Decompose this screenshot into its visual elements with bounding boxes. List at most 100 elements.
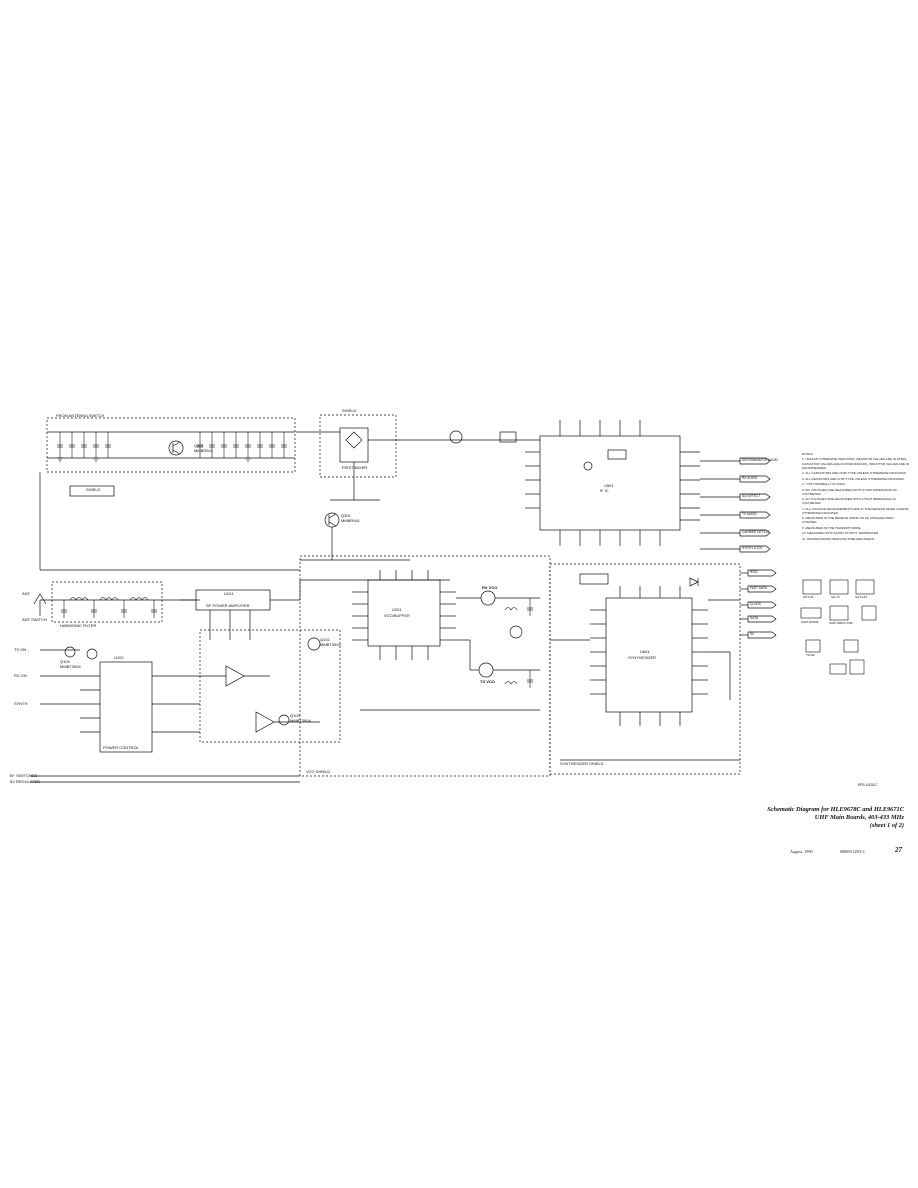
q103-part: MMBT3904 bbox=[290, 718, 311, 723]
u501-label: U501 bbox=[604, 483, 614, 488]
bplus-switched-label: B+ SWITCHED bbox=[10, 773, 38, 778]
note-11: 11. SHADED BOXES INDICATE SHIELDED AREAS… bbox=[802, 536, 875, 541]
left-port-synth: SYNTH bbox=[14, 701, 28, 706]
u102-sub: POWER CONTROL bbox=[103, 745, 139, 750]
q103-transistor bbox=[64, 646, 76, 658]
port-carrier-detect: CARRIER DETECT bbox=[742, 530, 770, 534]
footer-date: August, 1990 bbox=[790, 849, 813, 854]
legend-sc70: SC-70 bbox=[831, 595, 840, 599]
legend-chip-diode: CHIP DIODE bbox=[801, 620, 819, 624]
q301-label: Q301 bbox=[341, 513, 351, 518]
first-mixer-dashed-box bbox=[319, 414, 397, 478]
drawing-number: EPS-41128-C bbox=[858, 783, 878, 787]
tx-vco-label: TX VCO bbox=[480, 679, 495, 684]
q105-transistor bbox=[278, 714, 290, 726]
discriminator-coil bbox=[583, 461, 593, 471]
title-line-3: (sheet 1 of 2) bbox=[869, 822, 904, 829]
legend-chip-inductor: CHIP INDUCTOR bbox=[829, 621, 853, 625]
first-mixer-block bbox=[339, 427, 369, 463]
legend-sot143: SOT-143 bbox=[855, 595, 868, 599]
q102-transistor bbox=[86, 648, 98, 660]
harmonic-filter-dashed-box bbox=[51, 581, 163, 623]
note-4: 4. * NOT NORMALLY PLACED. bbox=[802, 482, 846, 487]
5v-regulated-label: 5V REGULATED bbox=[10, 779, 41, 784]
q102-label: Q102 bbox=[320, 637, 330, 642]
vco-buffer-transistor bbox=[509, 625, 523, 639]
u201-label: U201 bbox=[392, 607, 402, 612]
port-fast-data: FAST DATA bbox=[750, 586, 767, 590]
q301-transistor bbox=[324, 512, 340, 528]
q104-transistor bbox=[307, 637, 321, 651]
q104-part: MMBT3904 bbox=[60, 664, 81, 669]
op-amp-2 bbox=[255, 711, 275, 733]
port-rx-audio: RX AUDIO bbox=[742, 476, 758, 480]
note-10: 10. MEASURED WITH AUDIO OUTPUT TERMINATE… bbox=[802, 531, 880, 536]
title-line-2: UHF Main Boards, 403-433 MHz bbox=[814, 814, 904, 821]
port-rssi: RSSI bbox=[750, 570, 758, 574]
footer-doc-number: 6880911Z03-C bbox=[840, 849, 866, 854]
port-tx-audio: TX AUDIO bbox=[742, 512, 757, 516]
u601-synthesizer bbox=[605, 597, 693, 713]
legend-sot23: SOT-23 bbox=[803, 595, 814, 599]
note-9: 9. MEASURED IN THE TRANSMIT MODE. bbox=[802, 525, 862, 530]
rf-in-label: FROM ANTENNA SWITCH bbox=[56, 413, 105, 418]
u101-sub: RF POWER AMPLIFIER bbox=[206, 603, 250, 608]
u201-vco-buffer bbox=[367, 579, 441, 647]
q-preamp-transistor bbox=[168, 440, 184, 456]
q301-part: MMBR941 bbox=[341, 518, 360, 523]
port-5v: 5V bbox=[750, 632, 754, 636]
u601-sub: SYNTHESIZER bbox=[628, 655, 657, 660]
port-discriminator-audio: DISCRIMINATOR AUDIO bbox=[742, 458, 779, 462]
u601-label: U601 bbox=[640, 649, 650, 654]
synth-shield-label: SYNTHESIZER SHIELD bbox=[560, 761, 604, 766]
schematic-title: Schematic Diagram for HLE9678C and HLE96… bbox=[748, 806, 904, 830]
q-preamp-label: Q401 bbox=[194, 443, 204, 448]
reference-oscillator bbox=[579, 573, 609, 585]
port-synth-lock: SYNTH LOCK bbox=[742, 546, 763, 550]
antenna-label: ANT bbox=[22, 591, 30, 596]
tx-vco-transistor bbox=[478, 662, 494, 678]
left-port-rx-on: RX ON bbox=[14, 673, 27, 678]
synthesizer-shield-dashed-box bbox=[549, 563, 741, 775]
right-port-connectors-top bbox=[739, 457, 771, 553]
power-control-dashed-box bbox=[199, 629, 341, 743]
port-data: DATA bbox=[750, 616, 759, 620]
note-6: 6. AC VOLTAGES ARE MEASURED WITH A HIGH … bbox=[802, 497, 897, 506]
crystal-filter bbox=[499, 431, 517, 443]
legend-to92: TO-92 bbox=[806, 653, 815, 657]
u102-label: U102 bbox=[114, 655, 124, 660]
antenna-switch-label: ANT SWITCH bbox=[22, 617, 47, 622]
if-amp-transistor bbox=[449, 430, 463, 444]
first-mixer-label: FIRST MIXER bbox=[342, 465, 368, 470]
op-amp-1 bbox=[225, 665, 245, 687]
notes-heading: NOTES: bbox=[802, 452, 814, 456]
port-clock: CLOCK bbox=[750, 602, 761, 606]
schematic-notes: NOTES: 1. UNLESS OTHERWISE INDICATED, RE… bbox=[802, 452, 910, 542]
note-3: 3. ALL RESISTORS ARE CHIP-TYPE UNLESS OT… bbox=[802, 476, 905, 481]
u201-sub: VCO/BUFFER bbox=[384, 613, 410, 618]
vco-shield-dashed-box bbox=[299, 555, 551, 777]
title-line-1: Schematic Diagram for HLE9678C and HLE96… bbox=[767, 806, 904, 813]
note-8: 8. MEASURED IN THE RECEIVE MODE ON AN UN… bbox=[802, 516, 894, 525]
rx-vco-label: RX VCO bbox=[482, 585, 498, 590]
u501-if-ic bbox=[539, 435, 681, 531]
q102-part: MMBT3904 bbox=[320, 642, 341, 647]
note-7: 7. ALL VOLTAGE MEASUREMENTS ARE IN THE R… bbox=[802, 506, 909, 515]
front-end-jumper-label: SHIELD bbox=[86, 487, 101, 492]
pinout-legend bbox=[800, 579, 877, 675]
u501-sub: IF IC bbox=[600, 488, 609, 493]
front-end-capacitors bbox=[57, 432, 287, 458]
ceramic-filter bbox=[607, 449, 627, 460]
page-number: 27 bbox=[895, 846, 902, 854]
q104-label: Q104 bbox=[60, 659, 70, 664]
u101-label: U101 bbox=[224, 591, 234, 596]
mixer-shield-label: SHIELD bbox=[342, 408, 357, 413]
u102-power-control bbox=[99, 661, 153, 753]
port-sq-detect: SQ DETECT bbox=[742, 494, 761, 498]
front-end-jumper-block bbox=[69, 485, 115, 497]
antenna-symbol bbox=[33, 593, 47, 605]
q-preamp-part: MMBR941 bbox=[194, 448, 213, 453]
note-1: 1. UNLESS OTHERWISE INDICATED, RESISTOR … bbox=[802, 457, 909, 470]
note-2: 2. ALL CAPACITORS ARE CHIP-TYPE UNLESS O… bbox=[802, 471, 907, 476]
